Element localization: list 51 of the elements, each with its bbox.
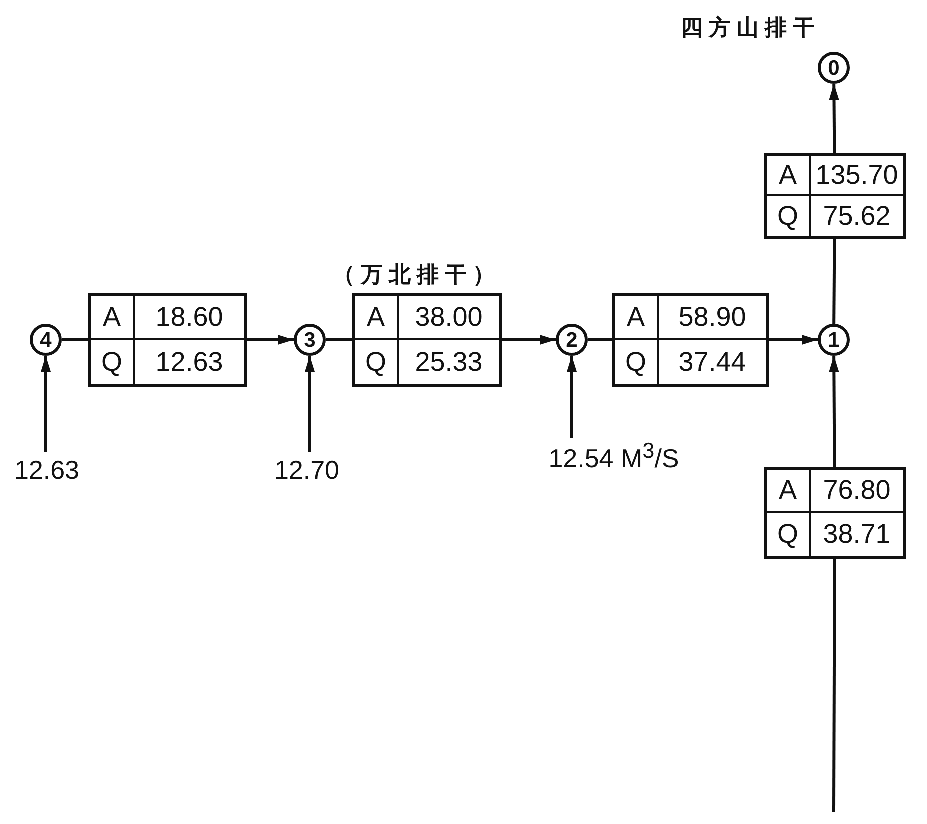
- junction-circle: [294, 324, 326, 356]
- value-text: 25.33: [414, 346, 484, 378]
- flow-line: [832, 559, 836, 812]
- flow-arrow: [829, 356, 840, 468]
- flow-line: [62, 338, 88, 342]
- junction-circle: [30, 324, 62, 356]
- value-text: 12.63: [154, 346, 224, 378]
- flow-line: [326, 338, 352, 342]
- channel-name: 四方山排干: [681, 14, 821, 43]
- flow-arrow: [247, 335, 294, 345]
- row-label: Q: [91, 340, 135, 384]
- flow-arrow: [769, 335, 818, 345]
- flow-value: 12.70: [274, 454, 340, 486]
- node-number: 4: [40, 330, 52, 350]
- row-label: Q: [767, 513, 811, 556]
- value-text: 38.71: [822, 518, 892, 551]
- value-text: 75.62: [822, 200, 892, 232]
- data-table: [764, 153, 906, 239]
- node-number: 3: [304, 330, 316, 350]
- row-label: Q: [615, 340, 659, 384]
- flow-line: [832, 238, 836, 324]
- row-label: A: [767, 470, 811, 513]
- data-table: [88, 293, 247, 387]
- row-label: A: [767, 156, 811, 196]
- value-text: 76.80: [811, 470, 903, 513]
- flow-value: 12.54 M$^{3}$/S: [548, 438, 680, 474]
- value-text: 38.00: [399, 296, 499, 340]
- node-number: 2: [566, 330, 578, 350]
- row-label: A: [91, 296, 135, 340]
- row-label: A: [615, 296, 659, 340]
- value-text: 58.90: [659, 296, 766, 340]
- flow-value: 12.63: [14, 454, 80, 486]
- flow-arrow: [502, 335, 556, 345]
- node-number: 1: [828, 330, 840, 350]
- flow-arrow: [305, 356, 315, 452]
- data-table: [612, 293, 769, 387]
- junction-circle: [556, 324, 588, 356]
- value-text: 135.70: [811, 156, 903, 196]
- flow-arrow: [41, 356, 51, 452]
- value-text: 18.60: [135, 296, 244, 340]
- row-label: Q: [767, 196, 811, 236]
- flow-line: [588, 338, 612, 342]
- node-number: 0: [828, 58, 840, 78]
- flow-arrow: [567, 356, 577, 438]
- junction-circle: [818, 324, 850, 356]
- flow-arrow: [829, 84, 840, 154]
- row-label: Q: [355, 340, 399, 384]
- value-text: 37.44: [678, 346, 748, 378]
- data-table: [764, 467, 906, 559]
- channel-name: （万北排干）: [333, 262, 501, 290]
- row-label: A: [355, 296, 399, 340]
